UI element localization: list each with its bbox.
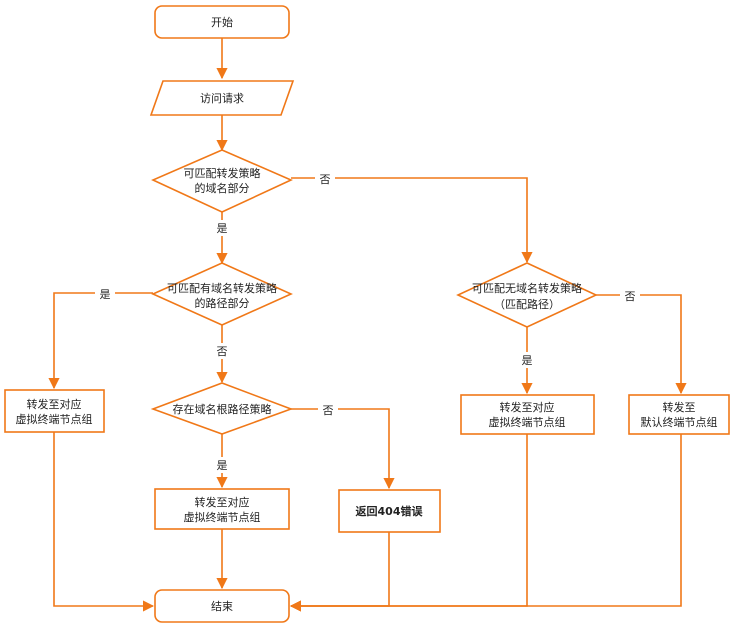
match-domain-decision: 可匹配转发策略 的域名部分 [151, 149, 293, 213]
match-path-line2: 的路径部分 [195, 296, 250, 310]
edges [48, 38, 687, 612]
start-node: 开始 [154, 5, 290, 39]
label-yes-nodomain: 是 [522, 354, 533, 367]
match-path-line1: 可匹配有域名转发策略 [167, 281, 277, 295]
match-nodomain-line1: 可匹配无域名转发策略 [472, 281, 582, 295]
fwd-left-line1: 转发至对应 [27, 397, 82, 411]
access-request-node: 访问请求 [149, 80, 295, 116]
fwd-default-line1: 转发至 [663, 400, 696, 414]
start-label: 开始 [211, 15, 233, 29]
fwd-left-line2: 虚拟终端节点组 [16, 412, 93, 426]
fwd-mid-node: 转发至对应 虚拟终端节点组 [154, 488, 290, 530]
fwd-right-line2: 虚拟终端节点组 [489, 415, 566, 429]
match-domain-line2: 的域名部分 [195, 181, 250, 195]
edge-nodomain-no [596, 294, 687, 395]
return-404-node: 返回404错误 [338, 489, 441, 533]
fwd-mid-line2: 虚拟终端节点组 [184, 510, 261, 524]
fwd-default-line2: 默认终端节点组 [641, 415, 718, 429]
edge-path-yes [48, 292, 153, 390]
label-yes-path: 是 [100, 288, 111, 301]
match-path-decision: 可匹配有域名转发策略 的路径部分 [151, 262, 293, 326]
root-path-decision: 存在域名根路径策略 [150, 382, 294, 435]
edge-fwd-default-to-end [289, 434, 682, 612]
edge-labels: 是 否 是 否 是 否 是 否 [95, 171, 640, 473]
end-label: 结束 [211, 600, 233, 613]
fwd-default-node: 转发至 默认终端节点组 [628, 394, 730, 435]
edge-root-no [291, 408, 395, 490]
return-404-label: 返回404错误 [356, 504, 424, 518]
match-nodomain-line2: （匹配路径） [494, 298, 560, 311]
label-no-path: 否 [217, 345, 228, 358]
fwd-right-node: 转发至对应 虚拟终端节点组 [460, 394, 595, 435]
label-no-nodomain: 否 [625, 290, 636, 303]
end-node: 结束 [154, 589, 290, 623]
fwd-mid-line1: 转发至对应 [195, 495, 250, 509]
match-nodomain-decision: 可匹配无域名转发策略 （匹配路径） [456, 262, 598, 328]
edge-fwd-left-to-end [53, 432, 155, 612]
label-yes-domain: 是 [217, 222, 228, 235]
fwd-right-line1: 转发至对应 [500, 400, 555, 414]
edge-domain-no [291, 177, 533, 264]
edge-404-to-end [289, 532, 390, 612]
label-no-root: 否 [323, 404, 334, 417]
label-no-domain: 否 [320, 173, 331, 186]
access-request-label: 访问请求 [200, 92, 244, 105]
match-domain-line1: 可匹配转发策略 [184, 166, 261, 180]
root-path-label: 存在域名根路径策略 [173, 402, 272, 416]
label-yes-root: 是 [217, 459, 228, 472]
fwd-left-node: 转发至对应 虚拟终端节点组 [4, 389, 105, 433]
